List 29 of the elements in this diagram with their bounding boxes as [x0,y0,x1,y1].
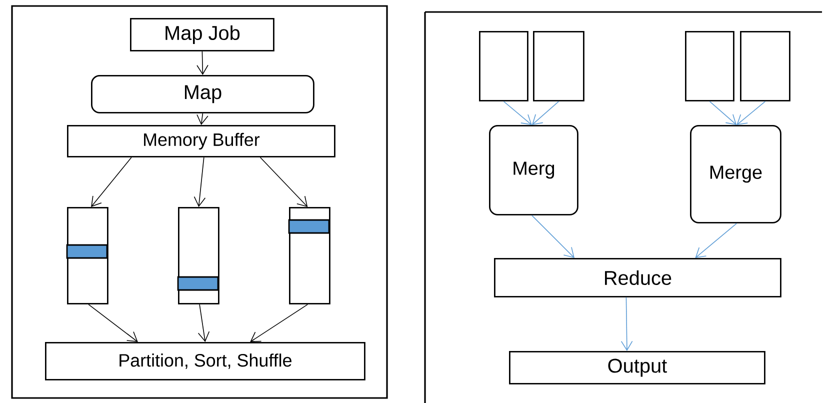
arrow [250,304,308,342]
process-box: Reduce [494,258,782,298]
file-box [479,31,528,102]
process-box: Merge [690,125,782,224]
process-box: Partition, Sort, Shuffle [45,342,366,380]
arrow [503,101,532,125]
buffer-bar [177,207,220,304]
arrow [194,157,206,207]
file-box [533,31,584,102]
arrow [196,51,208,75]
arrow [260,157,308,207]
process-box: Map [91,75,314,114]
arrow [88,304,138,342]
arrow [620,297,633,351]
file-box [685,31,734,102]
buffer-bar [66,207,108,304]
buffer-bar [288,207,330,304]
arrow [198,304,210,342]
arrow [532,101,560,125]
arrow [91,157,132,207]
process-box: Merg [489,125,578,216]
arrow [736,101,766,125]
arrow [695,223,738,258]
process-box: Memory Buffer [67,125,336,158]
process-box: Map Job [130,18,274,52]
process-box: Output [509,351,766,384]
file-box [740,31,790,102]
arrow [532,215,574,258]
arrow [709,101,737,125]
